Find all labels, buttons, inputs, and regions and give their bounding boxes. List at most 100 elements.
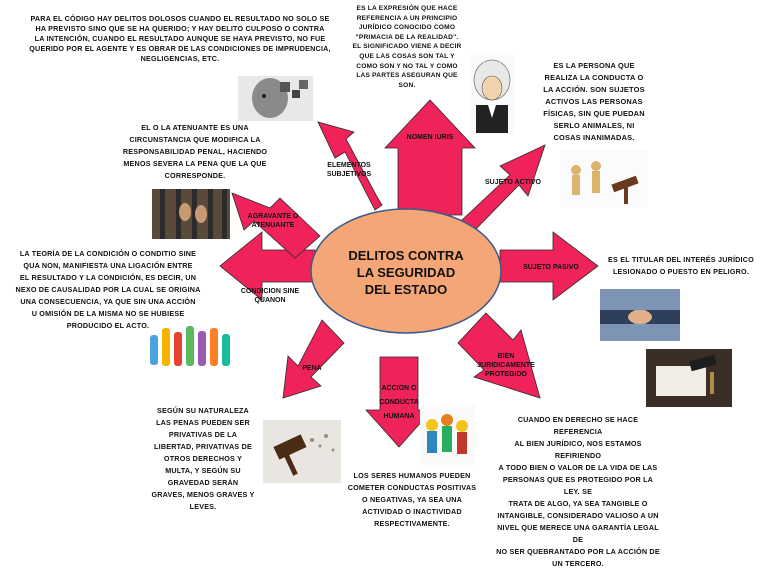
label-accion-line: ACCION O	[381, 385, 417, 392]
label-bien-juridico-line: PROTEGIDO	[484, 371, 527, 378]
label-accion-line: CONDUCTA	[379, 399, 419, 406]
label-condicion: CONDICION SINE QUANON	[232, 287, 308, 305]
label-pena: PENA	[302, 365, 322, 372]
document-signing-icon	[646, 349, 732, 407]
center-title: DELITOS CONTRA LA SEGURIDAD DEL ESTADO	[318, 247, 494, 298]
center-title-line: DELITOS CONTRA	[348, 248, 464, 263]
gavel-figures-icon	[560, 150, 648, 208]
desc-line: GRAVES, MENOS GRAVES Y	[151, 490, 255, 499]
desc-line: GRAVEDAD SERÁN	[167, 478, 239, 487]
arrow-condicion	[219, 231, 316, 301]
desc-line: COMO SON Y NO TAL Y COMO	[356, 62, 458, 70]
desc-line: O NEGATIVAS, YA SEA UNA	[361, 495, 463, 504]
handshake-icon	[600, 289, 680, 341]
desc-line: PERSONAS QUE ES PROTEGIDO POR LA LEY. SE	[502, 475, 654, 496]
desc-line: CUANDO EN DERECHO SE HACE REFERENCIA	[517, 415, 639, 436]
desc-line: ES LA EXPRESIÓN QUE HACE	[356, 5, 458, 12]
desc-line: SON.	[398, 81, 416, 89]
center-oval	[310, 208, 502, 334]
label-condicion-line: QUANON	[254, 297, 286, 304]
desc-line: ES EL TITULAR DEL INTERÉS JURÍDICO	[608, 255, 754, 264]
arrow-sujeto-pasivo	[499, 231, 599, 301]
desc-line: PARA EL CÓDIGO HAY DELITOS DOLOSOS CUAND…	[30, 14, 330, 23]
desc-line: LESIONADO O PUESTO EN PELIGRO.	[612, 267, 750, 276]
arrow-pena	[282, 319, 345, 399]
mind-map-diagram	[146, 59, 732, 483]
raised-hands-icon	[146, 320, 241, 370]
arrow-accion	[365, 356, 433, 448]
desc-line: LAS PARTES ASEGURAN QUE	[356, 72, 458, 80]
label-elementos-line: ELEMENTOS	[327, 162, 371, 169]
desc-line: COSAS INANIMADAS.	[553, 133, 635, 142]
activo-description: ES LA PERSONA QUE REALIZA LA CONDUCTA O …	[538, 60, 650, 144]
desc-line: LIBERTAD, PRIVATIVAS DE	[154, 442, 252, 451]
desc-line: QUA NON, MANIFIESTA UNA LIGACIÓN ENTRE	[23, 261, 193, 270]
condicion-description: LA TEORÍA DE LA CONDICIÓN O CONDITIO SIN…	[8, 248, 208, 332]
gavel-dust-icon	[263, 420, 341, 483]
desc-line: LEVES.	[189, 502, 217, 511]
desc-line: LA ACCIÓN. SON SUJETOS	[543, 85, 645, 94]
desc-line: ACTIVIDAD O INACTIVIDAD	[362, 507, 462, 516]
desc-line: UN TERCERO.	[552, 559, 604, 568]
desc-line: QUERIDO POR EL AGENTE Y ES OBRAR DE LAS …	[29, 44, 331, 53]
desc-line: FÍSICAS, SIN QUE PUEDAN	[543, 109, 645, 118]
desc-line: NO SER QUEBRANTADO POR LA ACCIÓN DE	[496, 547, 660, 556]
desc-line: TRATA DE ALGO, YA SEA TANGIBLE O	[508, 499, 648, 508]
label-sujeto-pasivo: SUJETO PASIVO	[523, 264, 579, 271]
arrow-bien-juridico	[457, 312, 541, 399]
arrow-sujeto-activo	[461, 144, 546, 233]
desc-line: SEGÚN SU NATURALEZA	[157, 406, 249, 415]
label-agravante-line: ATENUANTE	[251, 222, 295, 229]
label-agravante: AGRAVANTE O ATENUANTE	[238, 212, 308, 230]
label-bien-juridico-line: BIEN	[497, 353, 515, 360]
desc-line: EL O LA ATENUANTE ES UNA	[141, 123, 249, 132]
desc-line: HA PREVISTO SINO QUE SE HA QUERIDO; Y HA…	[35, 24, 325, 33]
desc-line: REALIZA LA CONDUCTA O	[544, 73, 644, 82]
label-condicion-line: CONDICION SINE	[240, 288, 300, 295]
desc-line: LOS SERES HUMANOS PUEDEN	[353, 471, 471, 480]
desc-line: MULTA, Y SEGÚN SU	[165, 466, 241, 475]
arrow-nomen-iuris	[384, 99, 476, 216]
label-sujeto-activo: SUJETO ACTIVO	[484, 179, 541, 186]
desc-line: JURÍDICO CONOCIDO COMO	[358, 24, 456, 32]
label-nomen-iuris: NOMEN IURIS	[406, 134, 454, 141]
arrow-agravante	[231, 192, 321, 259]
pasivo-description: ES EL TITULAR DEL INTERÉS JURÍDICO LESIO…	[606, 254, 756, 278]
desc-line: QUE LAS COSAS SON TAL Y	[359, 52, 455, 60]
label-bien-juridico: BIEN JURIDICAMENTE PROTEGIDO	[470, 352, 542, 379]
bien-description: CUANDO EN DERECHO SE HACE REFERENCIA AL …	[494, 414, 662, 570]
desc-line: NEXO DE CAUSALIDAD POR LA CUAL SE ORIGIN…	[15, 285, 201, 294]
prison-hands-icon	[152, 189, 230, 239]
desc-line: NEGLIGENCIAS, ETC.	[140, 54, 220, 63]
label-agravante-line: AGRAVANTE O	[247, 213, 299, 220]
pena-description: SEGÚN SU NATURALEZA LAS PENAS PUEDEN SER…	[148, 405, 258, 513]
desc-line: RESPECTIVAMENTE.	[374, 519, 450, 528]
people-group-icon	[420, 405, 475, 465]
elementos-description: PARA EL CÓDIGO HAY DELITOS DOLOSOS CUAND…	[20, 14, 340, 64]
desc-line: ACTIVOS LAS PERSONAS	[545, 97, 643, 106]
desc-line: LAS PENAS PUEDEN SER	[156, 418, 250, 427]
head-puzzle-icon	[238, 76, 313, 121]
accion-description: LOS SERES HUMANOS PUEDEN COMETER CONDUCT…	[342, 470, 482, 530]
label-accion: ACCION O CONDUCTA HUMANA	[364, 382, 434, 424]
desc-line: CORRESPONDE.	[164, 171, 226, 180]
desc-line: A TODO BIEN O VALOR DE LA VIDA DE LAS	[498, 463, 658, 472]
desc-line: UNA CONSECUENCIA, YA QUE SIN UNA ACCIÓN	[20, 297, 196, 306]
desc-line: ES LA PERSONA QUE	[553, 61, 635, 70]
desc-line: REFERENCIA A UN PRINCIPIO	[356, 14, 458, 22]
desc-line: NIVEL QUE MERECE UNA GARANTÍA LEGAL DE	[497, 523, 659, 544]
desc-line: SERLO ANIMALES, NI	[553, 121, 635, 130]
desc-line: RESPONSABILIDAD PENAL, HACIENDO	[122, 147, 268, 156]
arrow-elementos	[317, 121, 383, 211]
center-title-line: DEL ESTADO	[364, 282, 448, 297]
desc-line: AL BIEN JURÍDICO, NOS ESTAMOS REFIRIENDO	[514, 439, 642, 460]
desc-line: PRIVATIVAS DE LA	[168, 430, 238, 439]
desc-line: INTANGIBLE, CONSIDERADO VALIOSO A UN	[497, 511, 659, 520]
desc-line: CIRCUNSTANCIA QUE MODIFICA LA	[129, 135, 261, 144]
desc-line: PRODUCIDO EL ACTO.	[66, 321, 150, 330]
label-elementos: ELEMENTOS SUBJETIVOS	[318, 161, 380, 179]
center-title-line: LA SEGURIDAD	[356, 265, 456, 280]
desc-line: U OMISIÓN DE LA MISMA NO SE HUBIESE	[31, 309, 185, 318]
desc-line: COMETER CONDUCTAS POSITIVAS	[347, 483, 477, 492]
desc-line: EL SIGNIFICADO VIENE A DECIR	[352, 43, 462, 51]
